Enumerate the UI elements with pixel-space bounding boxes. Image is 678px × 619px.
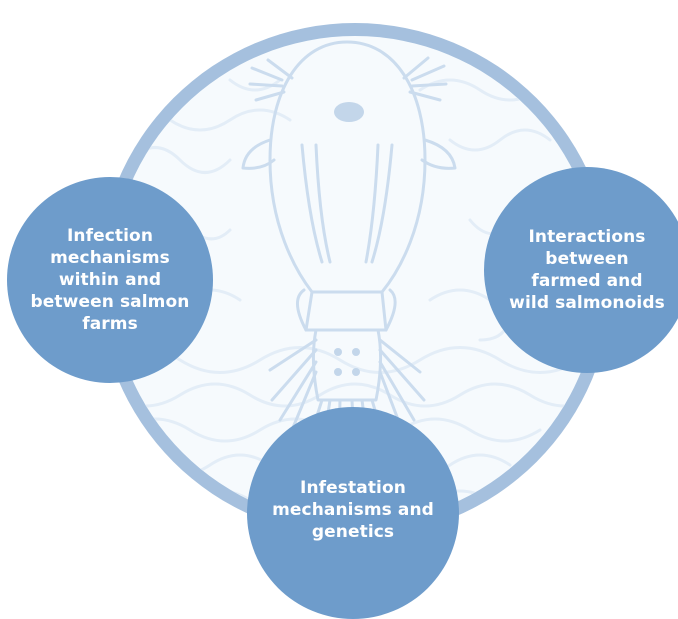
- inner-disc: [111, 36, 599, 524]
- bubble-left-line-5: farms: [82, 314, 138, 334]
- bubble-infection-mechanisms: Infection mechanisms within and between …: [7, 177, 213, 383]
- bubble-left-line-4: between salmon: [30, 292, 190, 312]
- bubble-left-line-2: mechanisms: [50, 248, 170, 268]
- bubble-bottom-line-2: mechanisms and: [272, 500, 434, 520]
- bubble-farmed-wild-interactions-label: Interactions between farmed and wild sal…: [497, 226, 677, 314]
- bubble-right-line-4: wild salmonoids: [509, 293, 665, 313]
- bubble-right-line-1: Interactions: [528, 227, 646, 247]
- bubble-left-line-1: Infection: [66, 226, 154, 246]
- bubble-infestation-genetics-label: Infestation mechanisms and genetics: [263, 477, 443, 543]
- bubble-infection-mechanisms-label: Infection mechanisms within and between …: [20, 225, 200, 335]
- bubble-bottom-line-1: Infestation: [300, 478, 406, 498]
- bubble-left-line-3: within and: [58, 270, 162, 290]
- bubble-infestation-genetics: Infestation mechanisms and genetics: [247, 407, 459, 619]
- sea-louse-spots: [334, 348, 360, 376]
- bubble-bottom-line-3: genetics: [311, 522, 395, 542]
- bubble-right-line-2: between: [545, 249, 629, 269]
- bubble-farmed-wild-interactions: Interactions between farmed and wild sal…: [484, 167, 678, 373]
- bubble-right-line-3: farmed and: [531, 271, 643, 291]
- sea-louse-eye: [334, 102, 364, 122]
